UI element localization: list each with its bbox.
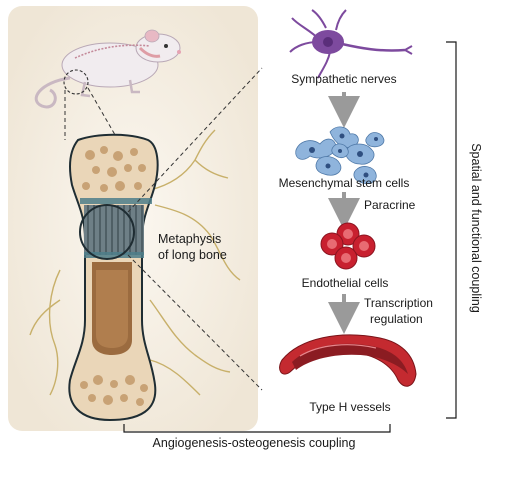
sympathetic-nerve-icon [289, 9, 413, 79]
label-spatial-functional-coupling: Spatial and functional coupling [469, 143, 483, 313]
label-type-h-vessels: Type H vessels [309, 400, 391, 414]
metaphysis-highlight [79, 204, 135, 260]
label-transcription-line2: regulation [370, 312, 423, 326]
label-metaphysis-line2: of long bone [158, 248, 227, 262]
bottom-bracket [123, 424, 391, 433]
bone-nerves [29, 129, 241, 396]
long-bone [68, 133, 159, 422]
right-bracket [446, 41, 457, 419]
mouse-illustration [34, 29, 181, 109]
label-msc: Mesenchymal stem cells [278, 176, 410, 190]
label-sympathetic-nerves: Sympathetic nerves [291, 72, 397, 86]
mouse-leg-highlight [63, 69, 89, 95]
label-angiogenesis-osteogenesis: Angiogenesis-osteogenesis coupling [152, 436, 356, 450]
label-paracrine: Paracrine [364, 198, 416, 212]
label-transcription-line1: Transcription [364, 296, 433, 310]
msc-cluster-icon [295, 126, 385, 184]
label-endothelial-cells: Endothelial cells [301, 276, 389, 290]
label-metaphysis-line1: Metaphysis [158, 232, 222, 246]
endothelial-cells-icon [320, 222, 376, 270]
type-h-vessel-icon [279, 334, 417, 387]
